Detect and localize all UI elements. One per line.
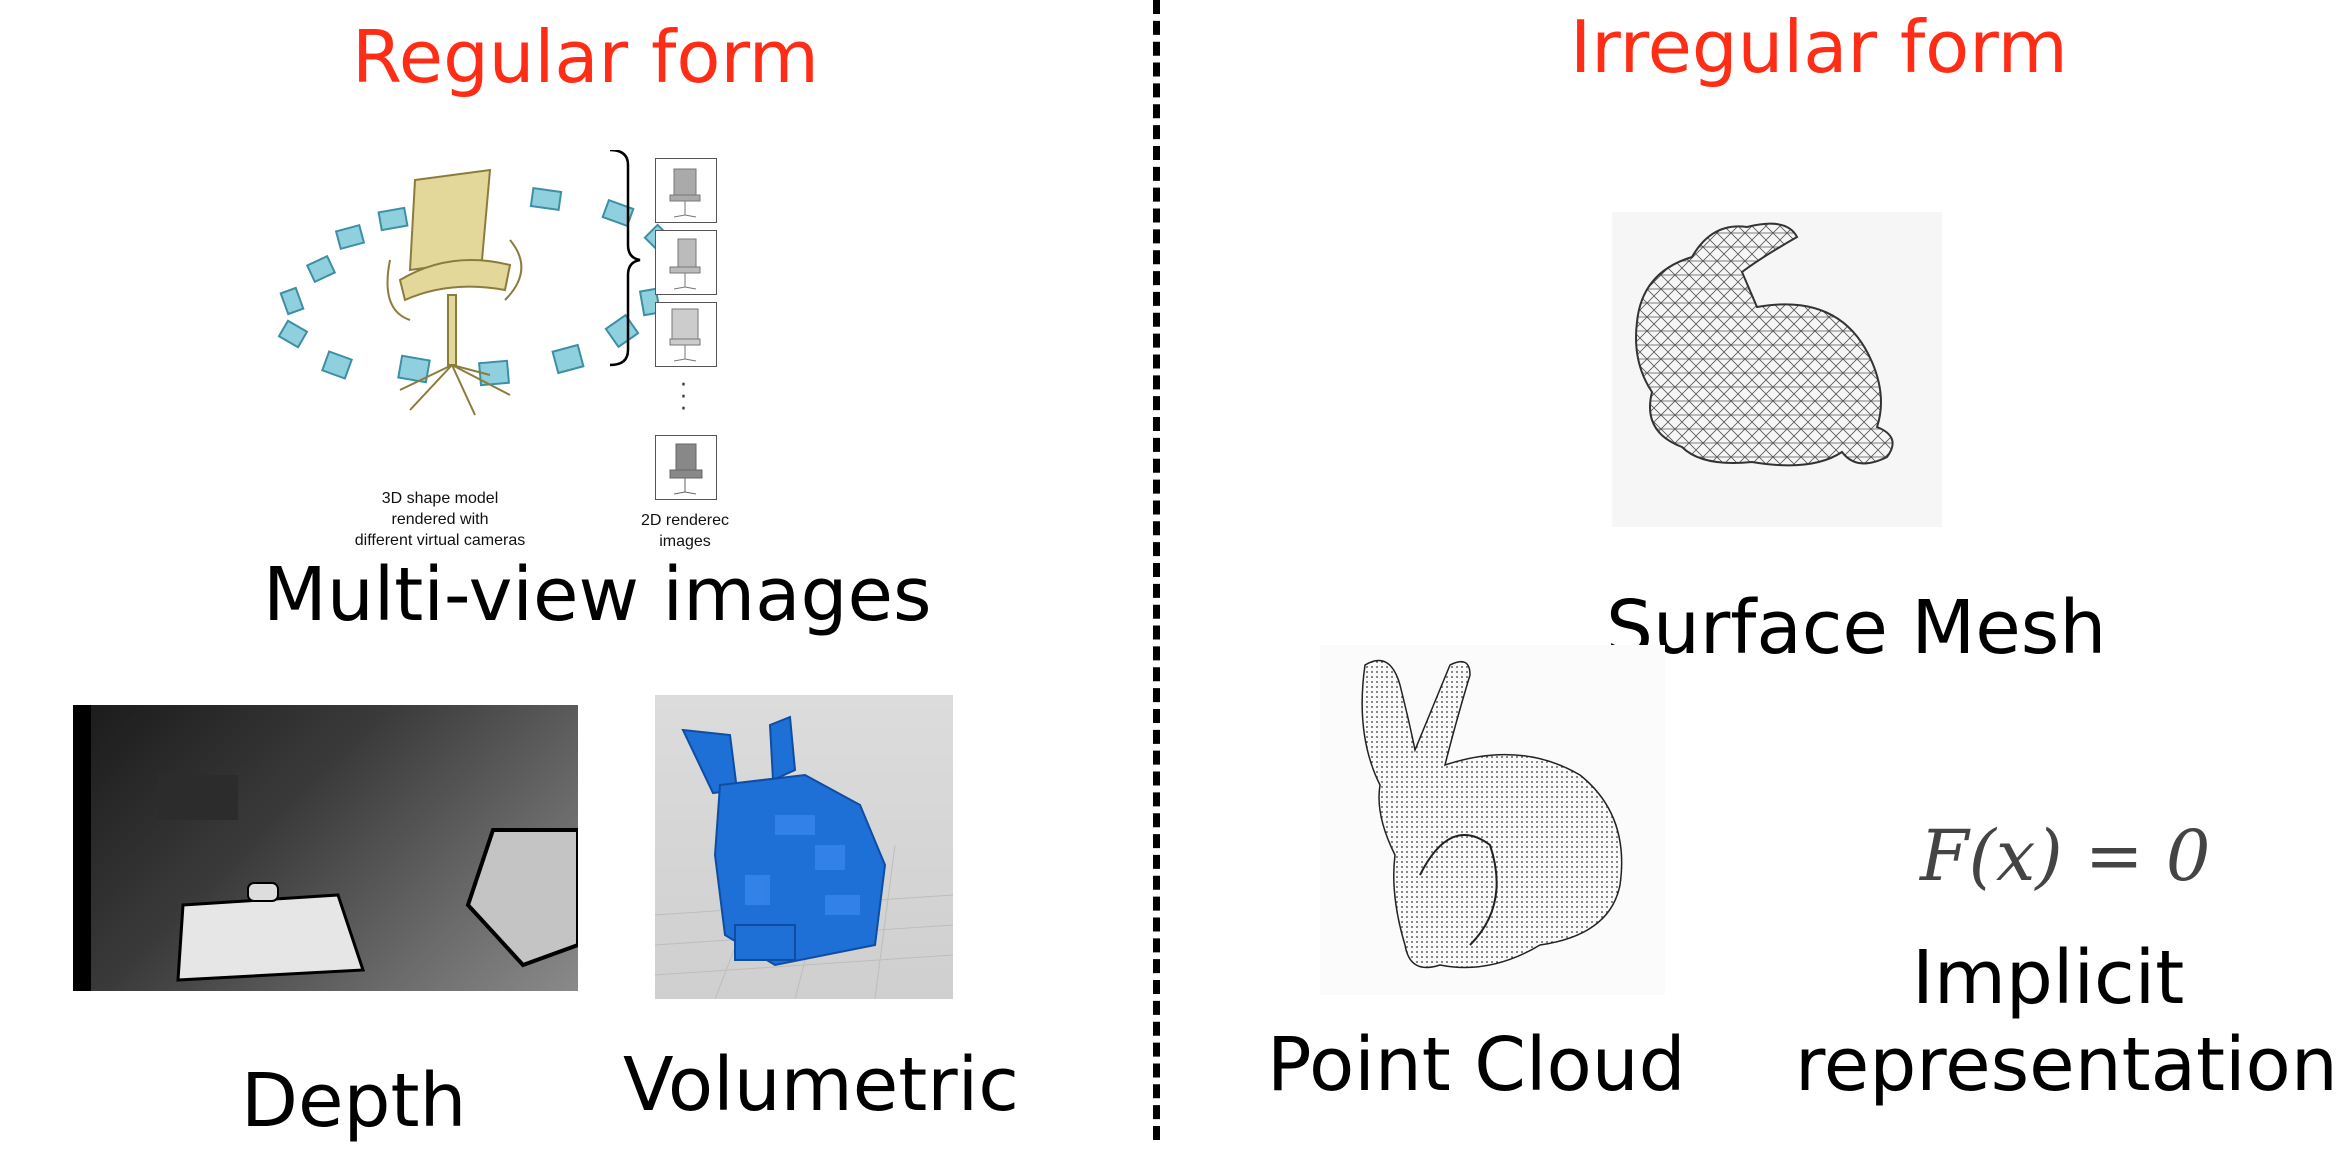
implicit-label-line1: Implicit [1912, 935, 2185, 1021]
ellipsis-icon: ··· [680, 373, 687, 422]
pointcloud-bunny [1361, 659, 1623, 969]
implicit-label-line2: representation [1795, 1022, 2336, 1108]
volumetric-label: Volumetric [623, 1042, 1019, 1128]
caption-line: 3D shape model [381, 490, 499, 507]
rendered-view-thumbnail [655, 435, 717, 500]
depth-label: Depth [241, 1058, 467, 1144]
rendered-view-thumbnail [655, 302, 717, 367]
depth-scene [73, 705, 578, 991]
point-cloud-label: Point Cloud [1267, 1022, 1686, 1108]
mesh-bunny [1635, 222, 1894, 467]
multiview-caption-right: 2D renderec images [640, 510, 730, 552]
rendered-view-thumbnail [655, 230, 717, 295]
chair-icon [669, 168, 701, 218]
implicit-equation: F(x) = 0 [1920, 815, 2211, 897]
volumetric-image [655, 695, 953, 999]
multiview-caption-left: 3D shape model rendered with different v… [330, 488, 550, 551]
voxel-bunny [655, 715, 953, 999]
caption-line: images [659, 533, 711, 550]
rendered-view-thumbnail [655, 158, 717, 223]
surface-mesh-label: Surface Mesh [1606, 585, 2107, 671]
section-divider [1153, 0, 1160, 1140]
caption-line: 2D renderec [640, 512, 730, 529]
chair-icon [669, 308, 701, 362]
chair-icon [669, 443, 703, 495]
point-cloud-image [1320, 645, 1665, 995]
caption-line: rendered with [391, 511, 489, 528]
multiview-illustration: ··· [260, 148, 740, 550]
regular-form-heading: Regular form [352, 15, 819, 99]
chair-icon [669, 238, 701, 290]
irregular-form-heading: Irregular form [1570, 5, 2068, 89]
multiview-label: Multi-view images [263, 552, 932, 638]
depth-image [73, 705, 578, 991]
camera-ring-figure [277, 148, 675, 416]
surface-mesh-image [1612, 212, 1942, 527]
caption-line: different virtual cameras [354, 532, 526, 549]
